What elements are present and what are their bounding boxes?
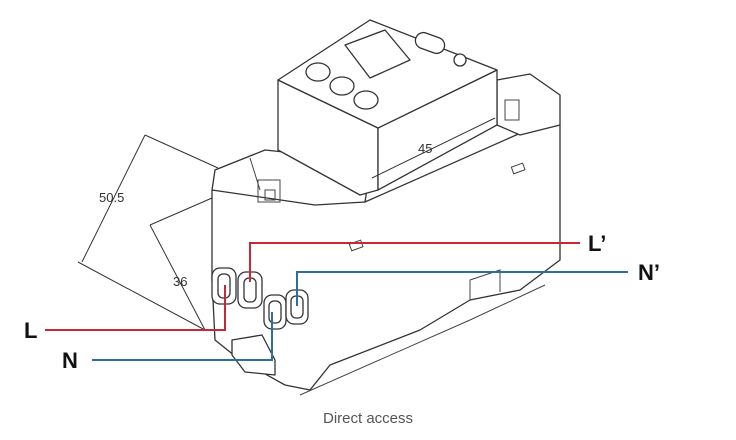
din-clip <box>231 334 276 376</box>
left-terminal-window <box>257 179 281 203</box>
live-input-wire <box>45 285 226 331</box>
din-rail-meter-drawing <box>211 19 561 396</box>
label-L: L <box>24 318 37 343</box>
right-terminal-block <box>496 73 561 136</box>
dim-36-line <box>149 224 206 331</box>
label-N: N <box>62 348 78 373</box>
dim-50-5-ext-bottom <box>77 261 206 331</box>
label-N-prime: N’ <box>638 260 660 285</box>
side-vent-1 <box>510 162 526 175</box>
label-L-prime: L’ <box>588 231 606 256</box>
indicator-led <box>453 53 467 67</box>
right-terminal-window <box>504 99 520 121</box>
dim-36-label: 36 <box>173 274 187 289</box>
terminal-hole-3-inner <box>268 300 282 324</box>
dim-45-line <box>371 117 496 179</box>
neutral-input-wire <box>92 312 273 361</box>
left-terminal-screw-slot <box>264 189 276 201</box>
figure-caption: Direct access <box>322 410 414 427</box>
dim-50-5-line <box>81 134 146 263</box>
lcd-screen <box>344 29 411 79</box>
button-1-icon <box>305 62 331 82</box>
base-edge-line <box>299 284 546 396</box>
indicator-pill <box>414 31 446 55</box>
neutral-output-wire <box>296 271 628 306</box>
display-module-top <box>277 19 498 129</box>
wiring <box>45 242 628 361</box>
button-3-icon <box>353 90 379 110</box>
dim-50-5-ext-top <box>144 134 219 169</box>
dim-45-label: 45 <box>418 141 432 156</box>
live-output-wire <box>249 242 580 282</box>
dim-50-5-label: 50.5 <box>99 190 124 205</box>
button-2-icon <box>329 76 355 96</box>
dim-36-ext-top <box>149 197 213 226</box>
base-foot <box>469 269 501 300</box>
dimension-annotations: 50.5 36 45 <box>77 117 496 331</box>
